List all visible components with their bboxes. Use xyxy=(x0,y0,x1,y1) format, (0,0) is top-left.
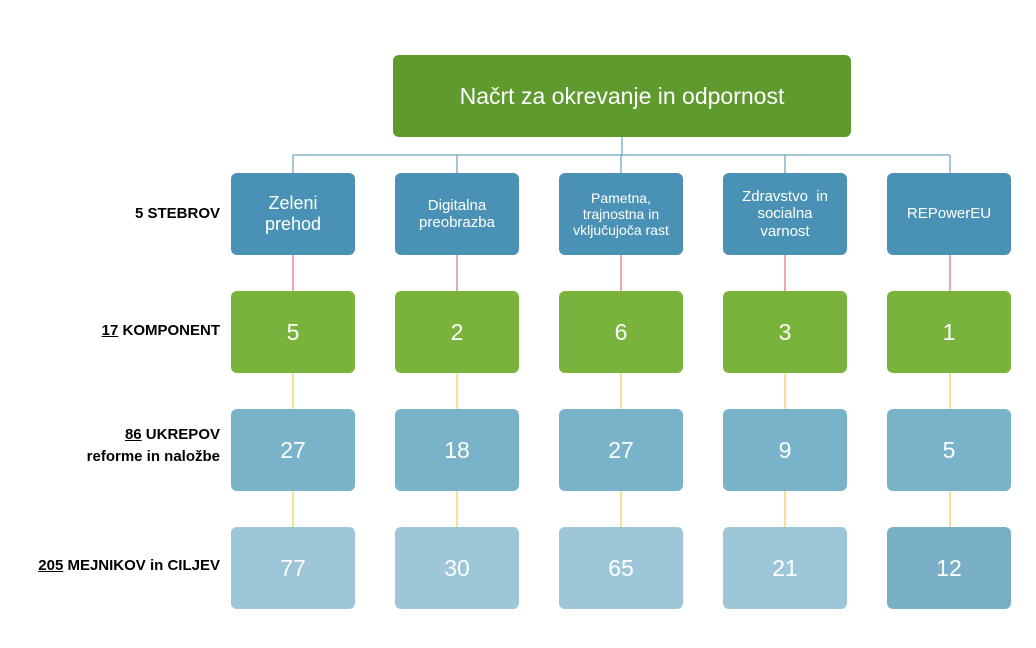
components-value-2: 2 xyxy=(450,318,464,345)
milestones-value-3: 65 xyxy=(608,554,634,581)
row-label-pillars-text: 5 STEBROV xyxy=(134,205,220,222)
pillar-4-line-2: socialna xyxy=(757,205,813,223)
pillar-3-line-3: vključujoča rast xyxy=(573,222,669,239)
milestones-value-4: 21 xyxy=(772,554,798,581)
row-label-measures: 86 UKREPOV reforme in naložbe xyxy=(87,424,220,468)
row-label-pillars: 5 STEBROV xyxy=(135,203,220,225)
row-label-components-text: KOMPONENT xyxy=(118,322,220,339)
milestones-value-5: 12 xyxy=(936,554,962,581)
measures-value-1: 27 xyxy=(280,436,306,463)
pillar-4-line-1: Zdravstvo in xyxy=(742,188,828,206)
row-label-measures-text: UKREPOV xyxy=(141,426,220,443)
root-node: Načrt za okrevanje in odpornost xyxy=(393,55,851,137)
milestones-box-1: 77 xyxy=(231,527,355,609)
row-label-milestones-count: 205 xyxy=(38,557,64,574)
components-box-3: 6 xyxy=(559,291,683,373)
milestones-box-2: 30 xyxy=(395,527,519,609)
measures-value-3: 27 xyxy=(608,436,634,463)
pillar-1-line-1: Zeleni xyxy=(268,193,318,214)
row-label-milestones: 205 MEJNIKOV in CILJEV xyxy=(38,555,220,577)
pillar-1-line-2: prehod xyxy=(264,214,322,234)
milestones-value-2: 30 xyxy=(444,554,470,581)
measures-value-4: 9 xyxy=(778,436,792,463)
components-box-1: 5 xyxy=(231,291,355,373)
pillar-4-line-3: varnost xyxy=(760,222,810,240)
pillar-5-line-1: REPowerEU xyxy=(906,205,992,223)
row-label-milestones-text: MEJNIKOV in CILJEV xyxy=(63,557,220,574)
components-value-3: 6 xyxy=(614,318,628,345)
pillar-3-line-2: trajnostna in xyxy=(582,205,660,222)
measures-box-2: 18 xyxy=(395,409,519,491)
pillar-2-line-1: Digitalna xyxy=(427,196,487,214)
measures-box-5: 5 xyxy=(887,409,1011,491)
pillar-2-line-2: preobrazba xyxy=(419,214,495,231)
components-value-4: 3 xyxy=(778,318,792,345)
components-box-4: 3 xyxy=(723,291,847,373)
root-title: Načrt za okrevanje in odpornost xyxy=(459,82,785,109)
components-value-5: 1 xyxy=(942,318,956,345)
row-label-components-count: 17 xyxy=(101,322,119,339)
pillar-3-line-1: Pametna, xyxy=(591,189,651,206)
milestones-box-4: 21 xyxy=(723,527,847,609)
pillar-connectors xyxy=(292,255,951,291)
components-box-5: 1 xyxy=(887,291,1011,373)
row-label-components: 17 KOMPONENT xyxy=(102,320,220,342)
lower-connectors xyxy=(292,373,951,527)
milestones-value-1: 77 xyxy=(280,554,306,581)
milestones-box-3: 65 xyxy=(559,527,683,609)
milestones-box-5: 12 xyxy=(887,527,1011,609)
pillar-box-5: REPowerEU xyxy=(887,173,1011,255)
measures-value-2: 18 xyxy=(444,436,470,463)
components-box-2: 2 xyxy=(395,291,519,373)
measures-box-3: 27 xyxy=(559,409,683,491)
components-value-1: 5 xyxy=(286,318,300,345)
row-label-measures-count: 86 xyxy=(124,426,142,443)
measures-value-5: 5 xyxy=(942,436,956,463)
row-label-measures-sub: reforme in naložbe xyxy=(86,448,220,465)
measures-box-1: 27 xyxy=(231,409,355,491)
measures-box-4: 9 xyxy=(723,409,847,491)
